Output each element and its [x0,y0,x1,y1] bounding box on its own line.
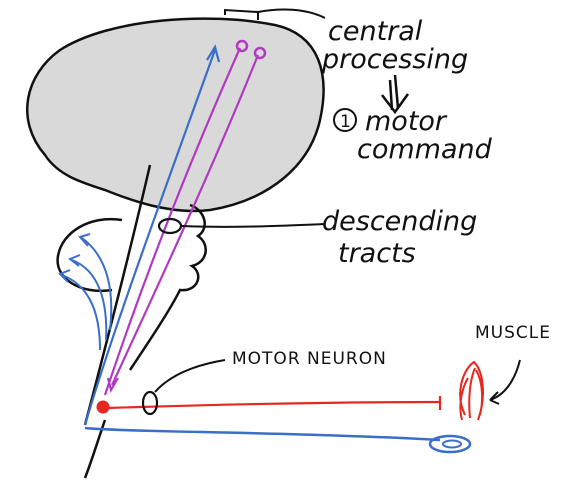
sensory-fiber-blue [85,428,440,440]
muscle-fibers [460,362,483,420]
descending-tracts-label-line2: tracts [338,238,416,269]
sensory-receptor-inner [443,441,461,448]
motor-command-label-line1: motor [365,106,448,137]
descending-tracts-label-line1: descending [322,206,477,237]
cerebellar-branch-3 [62,275,100,350]
brainstem-bumps [130,205,206,370]
muscle-label: MUSCLE [475,323,551,343]
cerebrum-shape [27,19,323,211]
step-one-number: 1 [340,112,351,132]
descending-tracts-leader [182,224,325,227]
motor-neuron-pointer-circle [143,392,157,414]
sensory-receptor [430,436,470,452]
central-processing-label-line1: central [328,16,423,47]
motor-neuron-label: MOTOR NEURON [232,349,387,369]
descending-tracts-pointer-circle [159,219,181,233]
motor-neuron-leader [155,360,225,392]
central-processing-leader [258,10,325,18]
central-processing-label-line2: processing [321,44,468,75]
muscle-leader-arrow [490,360,520,404]
motor-command-label-line2: command [357,134,493,165]
